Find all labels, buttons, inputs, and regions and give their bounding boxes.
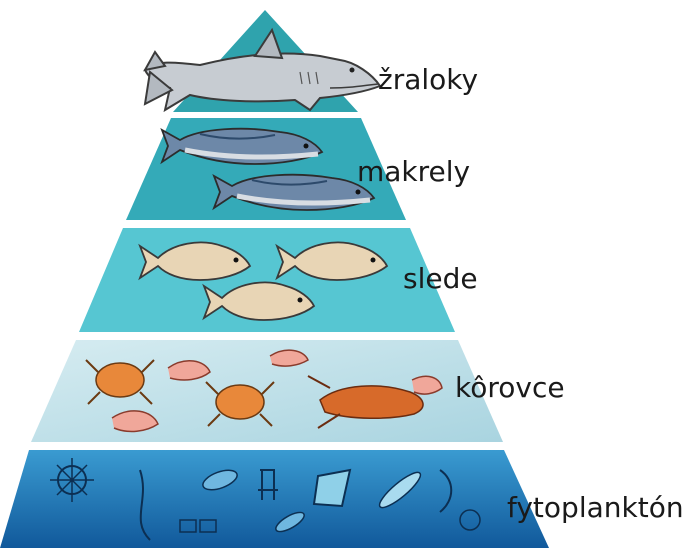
label-crustaceans: kôrovce [455,374,565,402]
label-mackerels: makrely [357,158,470,186]
label-sharks: žraloky [378,66,478,94]
label-phytoplankton: fytoplanktón [507,494,684,522]
label-herrings: slede [403,265,478,293]
